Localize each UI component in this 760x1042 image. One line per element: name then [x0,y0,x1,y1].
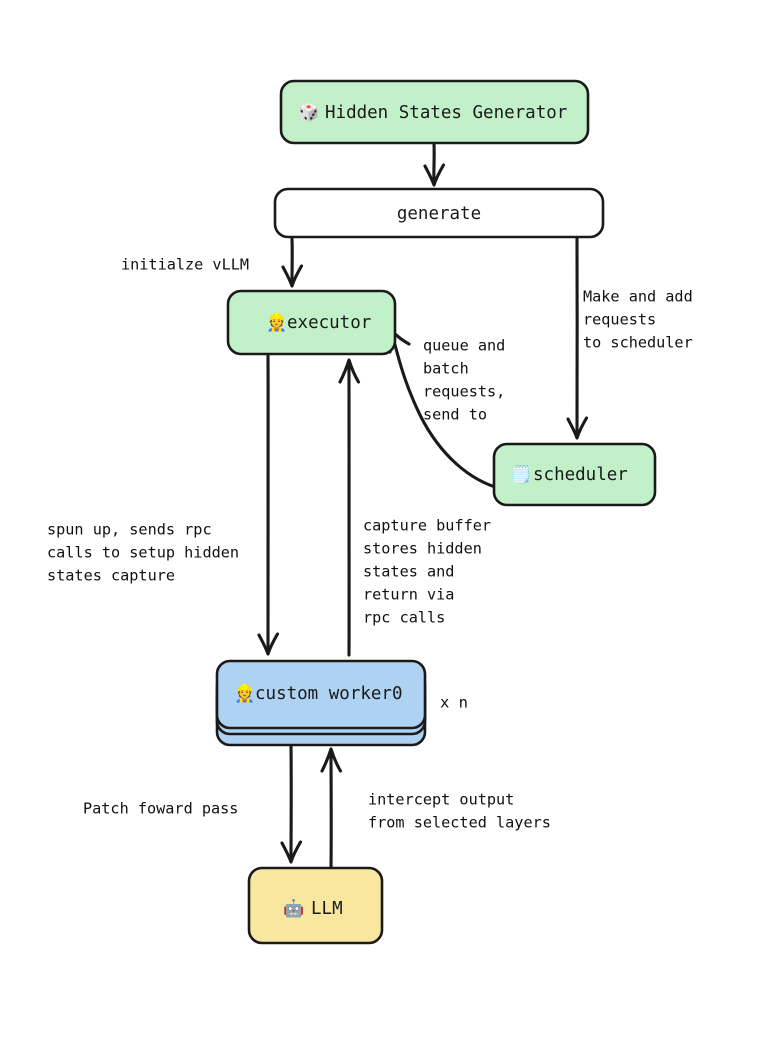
svg-text:Patch foward pass: Patch foward pass [83,800,238,818]
construction-worker-icon: 👷 [234,683,255,704]
svg-text:requests: requests [583,311,656,329]
edge-worker-to-llm [280,743,303,864]
edge-label-initialize-vllm: initialze vLLM [121,256,249,274]
node-box-llm [247,866,384,945]
svg-text:stores hidden: stores hidden [363,540,482,558]
edge-executor-to-worker [257,354,280,656]
edge-label-patch-foward-pass: Patch foward pass [83,800,238,818]
node-box-executor [226,289,397,356]
svg-text:calls to setup hidden: calls to setup hidden [47,544,239,562]
svg-text:x n: x n [440,694,468,712]
svg-text:from selected layers: from selected layers [368,814,551,832]
svg-text:return via: return via [363,586,454,604]
edge-generate-to-executor [281,237,304,288]
node-label-generate: generate [397,204,481,224]
svg-text:rpc calls: rpc calls [363,609,445,627]
notepad-icon: 🗒️ [511,464,532,485]
node-label-executor: executor [287,313,371,333]
node-custom-worker0[interactable]: 👷 custom worker0 [215,659,427,747]
node-llm[interactable]: 🤖 LLM [247,866,384,945]
svg-text:queue and: queue and [423,337,505,355]
svg-text:to scheduler: to scheduler [583,334,693,352]
svg-text:requests,: requests, [423,383,505,401]
dice-icon: 🎲 [298,102,319,123]
edge-worker-to-executor [338,358,361,657]
node-generate[interactable]: generate [273,187,605,239]
node-box-worker-stack-front [215,659,427,730]
edge-label-capture-buffer: capture buffer stores hidden states and … [363,517,491,627]
svg-text:Make and add: Make and add [583,288,693,306]
node-label-llm: LLM [311,899,343,919]
svg-text:capture buffer: capture buffer [363,517,491,535]
svg-text:batch: batch [423,360,469,378]
edge-label-queue-and-batch: queue and batch requests, send to [423,337,505,424]
node-box-generate [273,187,605,239]
svg-text:states and: states and [363,563,454,581]
edge-label-intercept-output: intercept output from selected layers [368,791,551,832]
edge-llm-to-worker [320,747,343,872]
worker-icon: 👷 [266,312,287,333]
edge-label-spun-up-rpc: spun up, sends rpc calls to setup hidden… [47,521,239,585]
node-label-custom-worker0: custom worker0 [255,684,403,704]
node-hidden-states-generator[interactable]: 🎲 Hidden States Generator [279,79,590,145]
node-box-scheduler [492,442,657,507]
edge-generate-to-scheduler [566,237,589,440]
node-scheduler[interactable]: 🗒️ scheduler [492,442,657,507]
robot-icon: 🤖 [283,898,304,919]
svg-text:intercept output: intercept output [368,791,514,809]
edge-generator-to-generate [423,142,446,187]
label-worker-multiplier: x n [440,694,468,712]
node-label-hidden-states-generator: Hidden States Generator [325,103,567,123]
svg-text:spun up, sends rpc: spun up, sends rpc [47,521,212,539]
svg-text:initialze vLLM: initialze vLLM [121,256,249,274]
svg-text:states capture: states capture [47,567,175,585]
svg-text:send to: send to [423,406,487,424]
node-box-hidden-states-generator [279,79,590,145]
node-executor[interactable]: 👷 executor [226,289,397,356]
edge-label-make-and-add-requests: Make and add requests to scheduler [583,288,693,352]
node-label-scheduler: scheduler [533,465,628,485]
